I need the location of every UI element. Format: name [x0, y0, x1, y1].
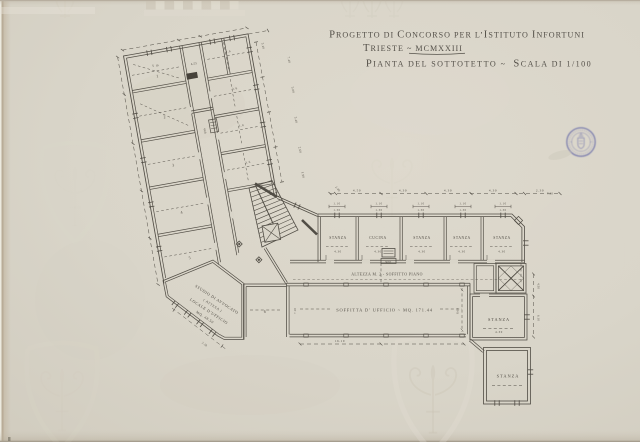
svg-text:1.10: 1.10 [499, 203, 506, 206]
svg-text:STANZA: STANZA [497, 374, 520, 379]
svg-text:16.10: 16.10 [335, 339, 345, 343]
svg-text:4.30: 4.30 [498, 250, 505, 254]
svg-text:3.40: 3.40 [293, 116, 298, 123]
svg-text:3: 3 [172, 162, 175, 167]
svg-text:4.30: 4.30 [444, 189, 452, 193]
svg-text:2.30: 2.30 [536, 189, 544, 193]
svg-text:2.40: 2.40 [334, 185, 341, 193]
svg-text:3.10: 3.10 [201, 341, 208, 348]
svg-text:6: 6 [264, 309, 267, 314]
svg-text:SOFFITTA D’ UFFICIO ~ MQ. 171: SOFFITTA D’ UFFICIO ~ MQ. 171.44 [336, 308, 433, 313]
svg-text:6.10: 6.10 [537, 315, 541, 321]
svg-text:7.40: 7.40 [286, 56, 291, 63]
svg-text:4.30: 4.30 [495, 330, 503, 334]
svg-text:1.10: 1.10 [333, 203, 340, 206]
svg-text:4.30: 4.30 [458, 250, 465, 254]
svg-text:PROGETTO DI CONCORSO PER L’IST: PROGETTO DI CONCORSO PER L’ISTITUTO INFO… [329, 30, 585, 41]
svg-text:7.30: 7.30 [547, 192, 553, 196]
svg-text:TRIESTE ~ MCMXXIII: TRIESTE ~ MCMXXIII [363, 43, 463, 54]
svg-text:800: 800 [202, 128, 207, 134]
svg-text:1.10: 1.10 [375, 203, 382, 206]
svg-text:4.30: 4.30 [489, 189, 497, 193]
svg-text:5: 5 [188, 255, 191, 260]
svg-text:1: 1 [156, 73, 159, 78]
svg-text:CUCINA: CUCINA [369, 236, 386, 240]
svg-text:STANZA: STANZA [453, 236, 471, 240]
svg-text:4.30: 4.30 [399, 189, 407, 193]
svg-text:7.10: 7.10 [293, 308, 297, 314]
svg-text:4.55: 4.55 [190, 61, 197, 66]
svg-text:4.30: 4.30 [418, 250, 425, 254]
svg-text:STANZA: STANZA [329, 236, 347, 240]
svg-text:1.30: 1.30 [417, 209, 424, 212]
svg-text:1.30: 1.30 [375, 209, 382, 212]
svg-text:5 m: 5 m [152, 63, 160, 68]
svg-text:STANZA: STANZA [413, 236, 431, 240]
svg-text:3.6: 3.6 [245, 160, 251, 165]
svg-text:4: 4 [180, 210, 183, 215]
svg-text:900: 900 [385, 260, 391, 264]
svg-text:3.6: 3.6 [232, 86, 238, 91]
svg-text:3.6: 3.6 [225, 49, 231, 54]
svg-text:2: 2 [163, 114, 166, 119]
svg-text:1.10: 1.10 [417, 203, 424, 206]
svg-text:1.90: 1.90 [300, 171, 305, 178]
svg-text:1.30: 1.30 [333, 209, 340, 212]
svg-text:4.50: 4.50 [537, 283, 541, 289]
svg-text:5.00: 5.00 [290, 86, 295, 93]
svg-text:3.10: 3.10 [260, 42, 265, 49]
svg-text:4.50: 4.50 [353, 189, 361, 193]
svg-text:1.30: 1.30 [499, 209, 506, 212]
svg-text:1.10: 1.10 [459, 203, 466, 206]
svg-text:STANZA: STANZA [488, 317, 510, 322]
svg-text:4.30: 4.30 [334, 250, 341, 254]
svg-text:2.60: 2.60 [297, 146, 302, 153]
svg-text:PIANTA DEL SOTTOTETTO ~ SCALA: PIANTA DEL SOTTOTETTO ~ SCALA DI 1/100 [366, 59, 592, 70]
svg-text:STANZA: STANZA [493, 236, 511, 240]
svg-text:1.30: 1.30 [459, 209, 466, 212]
svg-text:8.60: 8.60 [456, 308, 460, 314]
svg-text:3.6: 3.6 [238, 123, 244, 128]
svg-text:ALTEZZA M. 2 - SOFFITTO PIA: ALTEZZA M. 2 - SOFFITTO PIANO [351, 272, 423, 276]
svg-text:4.30: 4.30 [374, 250, 381, 254]
